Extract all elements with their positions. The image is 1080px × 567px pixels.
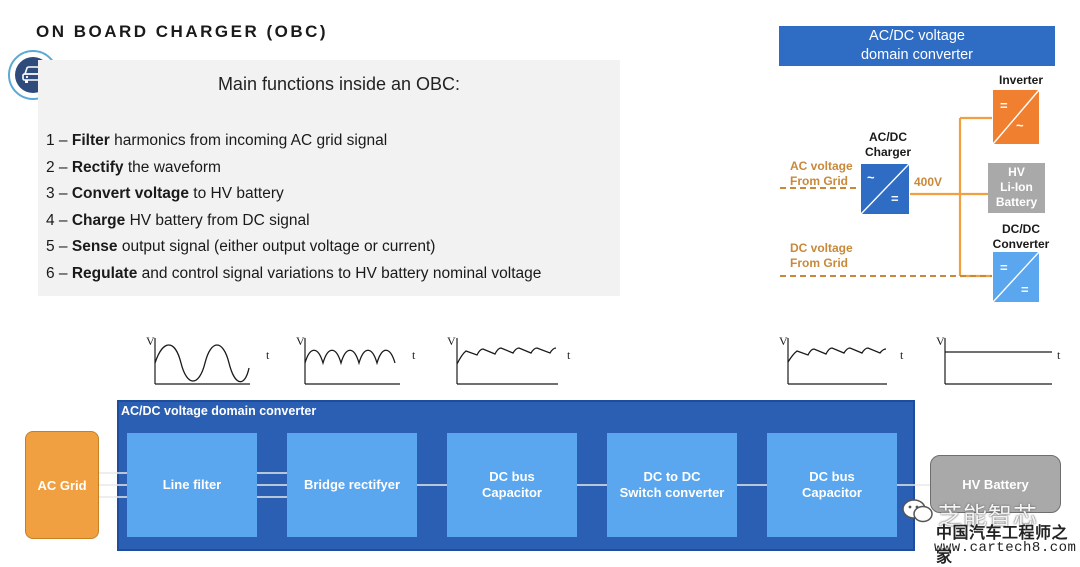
wave-v-label: V: [146, 334, 155, 348]
hv-battery-block: HV Battery: [930, 455, 1061, 513]
stage-label: DC to DC: [643, 469, 701, 484]
stage-label: Switch converter: [619, 485, 725, 500]
stage-label: DC bus: [809, 469, 855, 484]
wave-v-label: V: [936, 334, 945, 348]
label-line: HV: [1008, 165, 1025, 179]
label-line: AC/DC: [869, 130, 907, 144]
watermark-site-name: 中国汽车工程师之家: [936, 525, 1069, 566]
label-line: Charger: [864, 145, 911, 159]
label-line: DC voltage: [790, 241, 853, 255]
wave-t-label: t: [900, 348, 904, 362]
charger-tilde-sym: ~: [867, 170, 875, 185]
stage-label: DC bus: [489, 469, 535, 484]
function-item: 2 – Rectify the waveform: [46, 158, 221, 176]
wechat-icon: [902, 499, 933, 523]
stage-label: Capacitor: [802, 485, 862, 500]
wave-t-label: t: [266, 348, 270, 362]
dcdc-equal-sym-2: =: [1021, 282, 1029, 297]
ripple-dc-waveform-2: [787, 338, 887, 385]
flat-dc-waveform: [944, 338, 1052, 385]
inverter-diagonal: [992, 89, 1040, 145]
function-item: 5 – Sense output signal (either output v…: [46, 238, 436, 256]
wave-v-label: V: [296, 334, 305, 348]
frame-title: AC/DC voltage domain converter: [121, 404, 317, 418]
watermark-brand: 芝能智芯: [938, 503, 1038, 530]
charger-diagonal: [860, 163, 910, 215]
function-item: 6 – Regulate and control signal variatio…: [46, 264, 542, 282]
acdc-charger-label: AC/DC Charger: [858, 130, 918, 160]
system-wiring: [780, 89, 1045, 303]
label-line: From Grid: [790, 256, 849, 270]
label-line: AC voltage: [790, 159, 853, 173]
functions-list: 1 – Filter harmonics from incoming AC gr…: [46, 128, 541, 288]
line-filter-block: Line filter: [127, 433, 257, 537]
ripple-dc-waveform: [456, 338, 558, 385]
label-line: Converter: [992, 237, 1050, 251]
stage-label: Line filter: [162, 477, 222, 492]
acdc-domain-header: AC/DC voltage domain converter: [779, 26, 1055, 66]
dcdc-equal-sym: =: [1000, 260, 1008, 275]
label-line: Battery: [995, 195, 1038, 209]
charger-equal-sym: =: [891, 191, 899, 206]
wave-v-label: V: [447, 334, 456, 348]
watermark-url: www.cartech8.com: [934, 540, 1077, 556]
bridge-rectifier-block: Bridge rectifyer: [287, 433, 417, 537]
wave-v-label: V: [779, 334, 788, 348]
label-line: From Grid: [790, 174, 849, 188]
ac-voltage-label: AC voltage From Grid: [790, 159, 853, 189]
wave-t-label: t: [567, 348, 571, 362]
rectified-waveform: [304, 338, 400, 385]
function-item: 1 – Filter harmonics from incoming AC gr…: [46, 132, 388, 149]
function-item: 4 – Charge HV battery from DC signal: [46, 211, 310, 229]
page-title: ON BOARD CHARGER (OBC): [36, 22, 329, 41]
functions-panel: [38, 60, 620, 296]
label-line: Li-Ion: [1000, 180, 1033, 194]
dc-voltage-label: DC voltage From Grid: [790, 241, 853, 271]
inverter-label: Inverter: [998, 73, 1044, 87]
label-line: DC/DC: [1002, 222, 1040, 236]
function-item: 3 – Convert voltage to HV battery: [46, 185, 284, 203]
inverter-tilde-sym: ~: [1016, 118, 1024, 133]
functions-heading: Main functions inside an OBC:: [217, 74, 461, 94]
inverter-equal-sym: =: [1000, 98, 1008, 113]
stage-label: Bridge rectifyer: [303, 477, 401, 492]
dcdc-diagonal: [992, 251, 1040, 303]
header-line: domain converter: [860, 47, 974, 63]
battery-box: [988, 163, 1045, 213]
battery-label: HV Li-Ion Battery: [988, 165, 1045, 210]
wave-t-label: t: [1057, 348, 1061, 362]
dcdc-label: DC/DC Converter: [988, 222, 1054, 252]
ac-grid-block: AC Grid: [25, 431, 99, 539]
sine-waveform: [154, 338, 250, 385]
wave-t-label: t: [412, 348, 416, 362]
stage-label: Capacitor: [482, 485, 542, 500]
bus-voltage-label: 400V: [914, 175, 943, 189]
header-line: AC/DC voltage: [869, 28, 965, 44]
